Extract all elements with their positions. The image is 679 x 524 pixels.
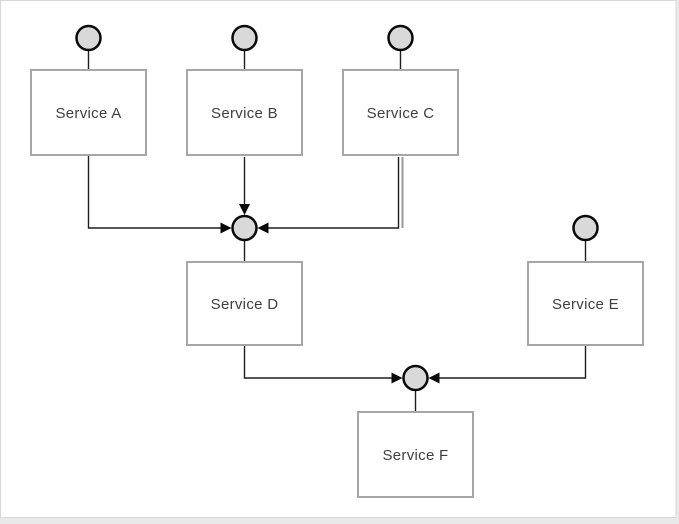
service-d-box <box>186 261 303 346</box>
arrowhead-left-icon <box>257 222 269 234</box>
connector-line <box>267 157 400 229</box>
service-c-box <box>342 69 459 156</box>
edge-service-b-to-junction-1[interactable] <box>239 157 250 215</box>
arrowhead-down-icon <box>239 204 250 215</box>
connector-line <box>87 155 222 229</box>
start-circle-service-b[interactable] <box>231 24 258 52</box>
service-a-label: Service A <box>55 105 121 122</box>
edge-service-d-to-junction-2[interactable] <box>243 345 403 384</box>
edge-service-e-to-junction-2[interactable] <box>428 345 587 384</box>
node-service-a[interactable]: Service A <box>30 69 147 156</box>
connector-line <box>438 345 587 379</box>
service-c-label: Service C <box>367 105 435 122</box>
edge-service-a-to-junction-1[interactable] <box>87 155 232 234</box>
junction-node-1[interactable] <box>231 214 258 242</box>
node-service-d[interactable]: Service D <box>186 261 303 346</box>
edge-service-c-to-junction-1[interactable] <box>257 157 404 234</box>
connector-line <box>243 345 393 379</box>
service-e-box <box>527 261 644 346</box>
start-circle-service-e[interactable] <box>572 214 599 242</box>
start-circle-service-c[interactable] <box>387 24 414 52</box>
service-f-label: Service F <box>382 447 448 464</box>
service-f-box <box>357 411 474 498</box>
node-service-c[interactable]: Service C <box>342 69 459 156</box>
service-b-label: Service B <box>211 105 278 122</box>
start-circle-service-a[interactable] <box>75 24 102 52</box>
arrowhead-left-icon <box>428 372 440 384</box>
service-b-box <box>186 69 303 156</box>
service-d-label: Service D <box>211 296 279 313</box>
node-service-b[interactable]: Service B <box>186 69 303 156</box>
node-service-e[interactable]: Service E <box>527 261 644 346</box>
service-e-label: Service E <box>552 296 619 313</box>
arrowhead-right-icon <box>220 222 232 234</box>
junction-node-2[interactable] <box>402 364 429 392</box>
node-service-f[interactable]: Service F <box>357 411 474 498</box>
service-a-box <box>30 69 147 156</box>
arrowhead-right-icon <box>391 372 403 384</box>
